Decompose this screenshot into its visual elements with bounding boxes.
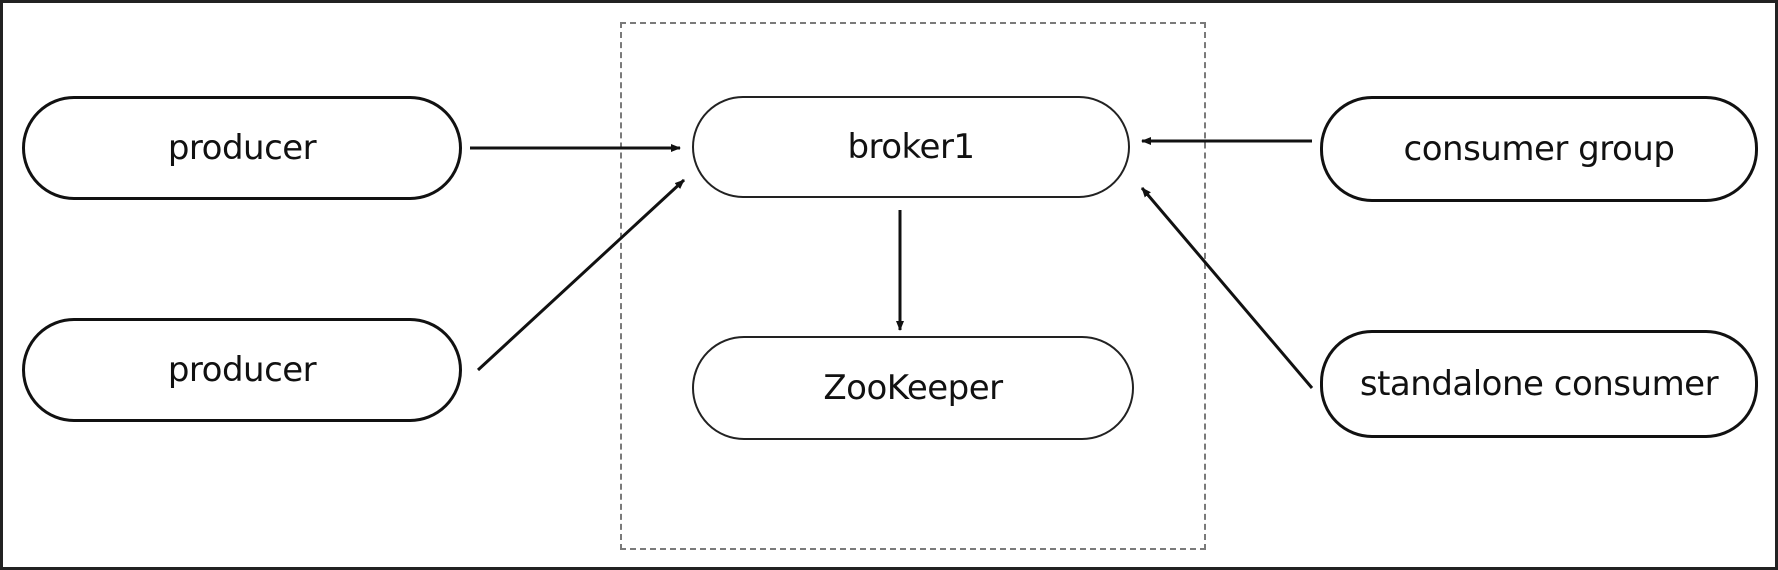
standalone-consumer-node-label: standalone consumer: [1359, 364, 1719, 404]
broker-node-label: broker1: [847, 127, 975, 167]
zookeeper-node-label: ZooKeeper: [823, 368, 1003, 408]
producer-node-1: producer: [22, 96, 462, 200]
broker-node: broker1: [692, 96, 1130, 198]
producer-node-1-label: producer: [167, 128, 317, 168]
zookeeper-node: ZooKeeper: [692, 336, 1134, 440]
broker-cluster-boundary: [620, 22, 1206, 550]
edge-standalone-to-broker: [1140, 187, 1314, 389]
standalone-consumer-node: standalone consumer: [1320, 330, 1758, 438]
consumer-group-node: consumer group: [1320, 96, 1758, 202]
producer-node-2: producer: [22, 318, 462, 422]
producer-node-2-label: producer: [167, 350, 317, 390]
edge-producer2-to-broker: [476, 178, 686, 372]
consumer-group-node-label: consumer group: [1403, 129, 1675, 169]
